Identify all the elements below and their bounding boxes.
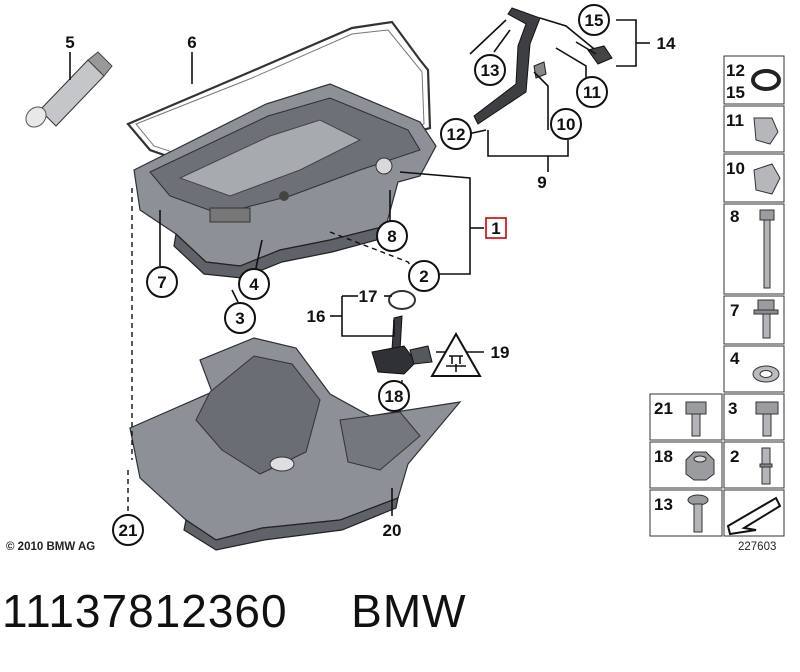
svg-text:13: 13 [654, 495, 673, 514]
callout-1-highlighted[interactable]: 1 [485, 217, 507, 239]
part-number: 11137812360 [2, 585, 288, 637]
drawing-number: 227603 [738, 541, 777, 553]
hex-bolt-icon [755, 401, 779, 437]
torx-screw-icon [687, 494, 709, 533]
o-ring-icon [751, 69, 781, 91]
callout-8: 8 [376, 220, 408, 252]
oil-level-sensor-part [371, 290, 433, 375]
sealant-tube-part [25, 51, 113, 128]
svg-text:18: 18 [654, 447, 673, 466]
svg-text:10: 10 [726, 159, 745, 178]
callout-5: 5 [65, 33, 74, 52]
svg-text:12: 12 [447, 125, 466, 144]
svg-text:5: 5 [65, 33, 74, 52]
warning-triangle-icon [430, 331, 482, 377]
callout-11: 11 [576, 76, 608, 108]
callout-2: 2 [408, 260, 440, 292]
svg-text:21: 21 [654, 399, 673, 418]
svg-text:2: 2 [419, 267, 428, 286]
dipstick-tube-part [473, 7, 613, 125]
callout-21: 21 [112, 514, 144, 546]
svg-text:6: 6 [187, 33, 196, 52]
upper-oil-pan-part [133, 83, 437, 279]
callout-6: 6 [187, 33, 196, 52]
svg-text:3: 3 [728, 399, 737, 418]
svg-text:8: 8 [387, 227, 396, 246]
svg-text:10: 10 [557, 115, 576, 134]
svg-text:15: 15 [726, 83, 745, 102]
callout-10: 10 [550, 108, 582, 140]
callout-7: 7 [146, 266, 178, 298]
svg-text:16: 16 [307, 307, 326, 326]
clip-icon [753, 163, 781, 195]
svg-text:17: 17 [359, 287, 378, 306]
hardware-legend: 12 15 11 10 8 7 4 21 [649, 55, 785, 537]
part-caption: 11137812360 BMW [2, 584, 467, 638]
brand-name: BMW [351, 585, 467, 637]
hex-nut-icon [685, 451, 715, 481]
callout-9: 9 [537, 173, 546, 192]
callout-15: 15 [578, 4, 610, 36]
callout-12: 12 [440, 118, 472, 150]
callout-14: 14 [657, 34, 676, 53]
svg-text:12: 12 [726, 61, 745, 80]
svg-text:3: 3 [235, 309, 244, 328]
svg-text:2: 2 [730, 447, 739, 466]
callout-3: 3 [224, 302, 256, 334]
svg-text:11: 11 [726, 111, 744, 130]
svg-text:15: 15 [585, 11, 604, 30]
callout-18: 18 [378, 380, 410, 412]
svg-text:8: 8 [730, 207, 739, 226]
svg-text:20: 20 [383, 521, 402, 540]
svg-text:21: 21 [119, 521, 138, 540]
clip-icon [753, 117, 779, 145]
arrow-icon [726, 496, 782, 536]
callout-4: 4 [238, 268, 270, 300]
lower-oil-pan-part [129, 337, 462, 551]
callout-19: 19 [491, 343, 510, 362]
callout-13: 13 [474, 54, 506, 86]
svg-text:1: 1 [491, 219, 500, 238]
svg-text:11: 11 [583, 83, 601, 102]
svg-text:9: 9 [537, 173, 546, 192]
hex-bolt-icon [685, 401, 707, 437]
svg-text:4: 4 [249, 275, 259, 294]
flange-bolt-icon [753, 299, 779, 339]
stud-icon [759, 447, 773, 485]
svg-text:4: 4 [730, 349, 740, 368]
washer-icon [752, 365, 780, 383]
copyright-notice: © 2010 BMW AG [6, 541, 96, 553]
callout-16: 16 [307, 307, 326, 326]
svg-text:14: 14 [657, 34, 676, 53]
long-bolt-icon [759, 209, 775, 289]
callout-20: 20 [383, 521, 402, 540]
svg-text:7: 7 [730, 301, 739, 320]
svg-text:18: 18 [385, 387, 404, 406]
svg-text:13: 13 [481, 61, 500, 80]
svg-text:19: 19 [491, 343, 510, 362]
svg-text:7: 7 [157, 273, 166, 292]
callout-17: 17 [359, 287, 378, 306]
